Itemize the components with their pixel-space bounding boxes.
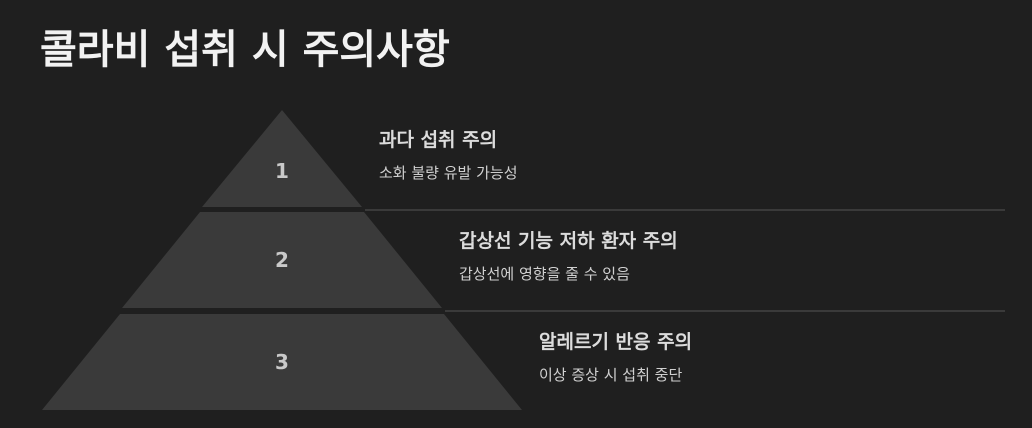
level-title-1: 과다 섭취 주의	[379, 129, 498, 151]
divider-2	[445, 310, 1005, 312]
pyramid-level-3	[42, 314, 522, 410]
level-item-3: 알레르기 반응 주의 이상 증상 시 섭취 중단	[539, 329, 692, 385]
page-title: 콜라비 섭취 시 주의사항	[40, 27, 450, 73]
pyramid-level-1	[202, 110, 362, 207]
level-description-3: 이상 증상 시 섭취 중단	[539, 366, 683, 384]
level-number-3: 3	[275, 350, 289, 374]
pyramid-level-2	[122, 212, 442, 308]
level-description-2: 갑상선에 영향을 줄 수 있음	[459, 265, 630, 283]
level-title-2: 갑상선 기능 저하 환자 주의	[459, 230, 678, 252]
level-number-1: 1	[275, 159, 289, 183]
level-item-2: 갑상선 기능 저하 환자 주의 갑상선에 영향을 줄 수 있음	[459, 228, 678, 284]
divider-1	[365, 209, 1005, 211]
level-item-1: 과다 섭취 주의 소화 불량 유발 가능성	[379, 127, 518, 183]
level-title-3: 알레르기 반응 주의	[539, 331, 693, 353]
level-number-2: 2	[275, 248, 289, 272]
level-description-1: 소화 불량 유발 가능성	[379, 164, 518, 182]
